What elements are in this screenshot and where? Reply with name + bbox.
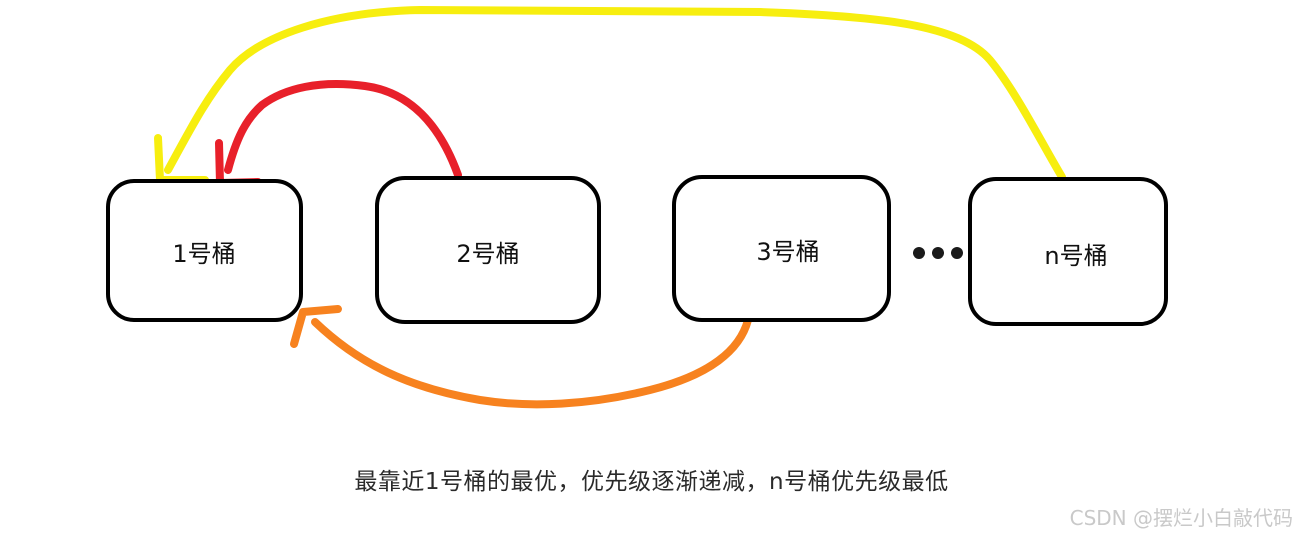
ellipsis-dot bbox=[951, 247, 963, 259]
bucket-2: 2号桶 bbox=[375, 176, 601, 324]
bucket-2-label: 2号桶 bbox=[456, 240, 519, 268]
bucket-1-box bbox=[106, 179, 303, 322]
ellipsis-dot bbox=[932, 247, 944, 259]
bucket-3-label: 3号桶 bbox=[756, 238, 819, 266]
bucket-1-label: 1号桶 bbox=[172, 240, 235, 268]
ellipsis-dot bbox=[913, 247, 925, 259]
arrowhead-3-to-1 bbox=[290, 305, 342, 348]
diagram-caption: 最靠近1号桶的最优，优先级逐渐递减，n号桶优先级最低 bbox=[354, 469, 949, 495]
bucket-2-box bbox=[375, 176, 601, 324]
arrow-n-to-1 bbox=[164, 6, 1066, 181]
bucket-n-box bbox=[968, 177, 1168, 326]
ellipsis-dots bbox=[913, 247, 963, 259]
arrow-3-to-1 bbox=[311, 316, 752, 409]
bucket-1: 1号桶 bbox=[106, 179, 303, 322]
bucket-3: 3号桶 bbox=[672, 175, 891, 322]
watermark: CSDN @摆烂小白敲代码 bbox=[1069, 506, 1293, 530]
bucket-3-box bbox=[672, 175, 891, 322]
arrow-2-to-1 bbox=[224, 80, 462, 179]
bucket-n: n号桶 bbox=[968, 177, 1168, 326]
bucket-n-label: n号桶 bbox=[1044, 242, 1107, 270]
